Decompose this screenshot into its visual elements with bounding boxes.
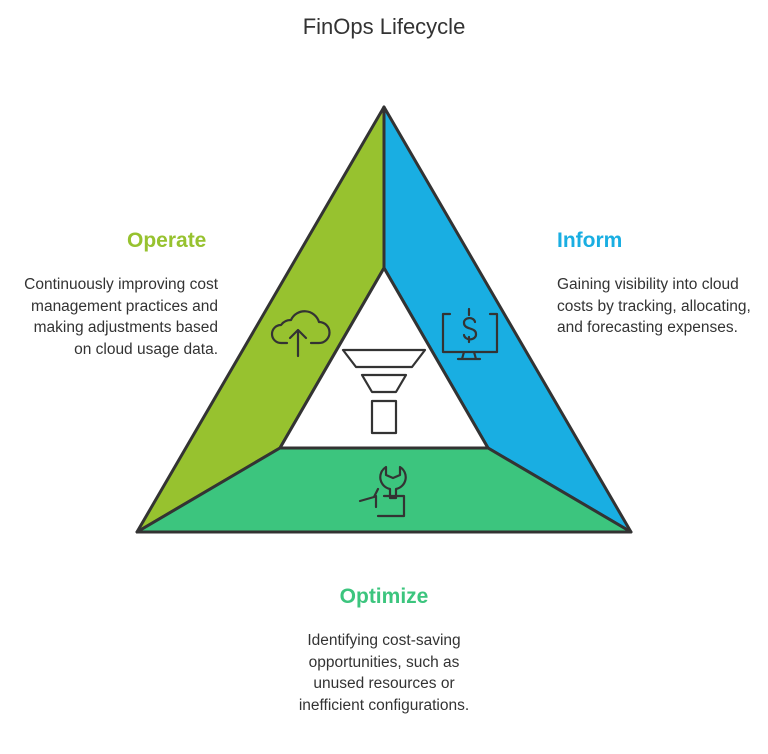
cloud-upload-icon xyxy=(270,310,331,358)
optimize-description: Identifying cost-saving opportunities, s… xyxy=(298,632,470,714)
inform-heading: Inform xyxy=(557,229,623,252)
optimize-heading: Optimize xyxy=(339,585,429,608)
operate-heading: Operate xyxy=(127,229,207,252)
monitor-dollar-icon xyxy=(441,307,499,361)
wrench-hand-icon xyxy=(358,465,407,518)
inform-description: Gaining visibility into cloud costs by t… xyxy=(557,276,751,336)
operate-description: Continuously improving cost management p… xyxy=(24,276,218,358)
diagram-title: FinOps Lifecycle xyxy=(302,14,466,39)
center-triangle xyxy=(278,266,490,450)
funnel-icon xyxy=(341,348,427,435)
